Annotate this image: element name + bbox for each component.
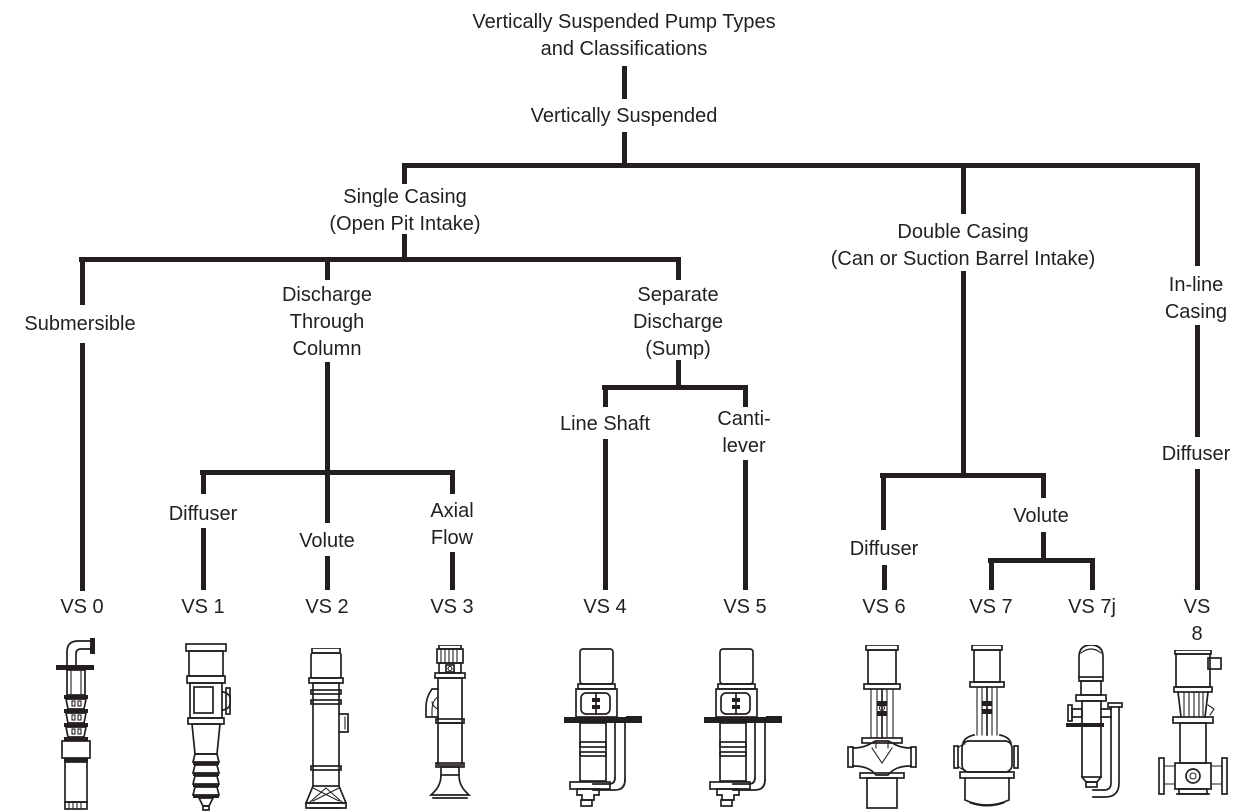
node-dc-diffuser: Diffuser [849,538,919,560]
node-dtc-axial-flow: Axial Flow [430,500,474,549]
node-dtc-diffuser: Diffuser [168,503,238,525]
diagram-title: Vertically Suspended Pump Types and Clas… [472,11,776,60]
node-discharge-through-column: Discharge Through Column [281,284,373,360]
designation-vs7j: VS 7j [1068,596,1116,618]
vs4-pump-illustration [563,648,647,811]
connector-submersible-vs0 [80,343,85,591]
connector-dtc-diffuser [201,470,206,494]
vs5-pump-illustration [703,648,787,811]
rail-dc-volute [988,558,1094,563]
connector-dc-volute [1041,473,1046,498]
rail-single-casing [79,257,680,262]
node-il-diffuser: Diffuser [1161,443,1231,465]
node-vertically-suspended: Vertically Suspended [530,105,718,127]
designation-vs1: VS 1 [181,596,225,618]
connector-dtc-rail [325,362,330,523]
designation-vs8: VS 8 [1183,596,1211,645]
rail-double-casing [880,473,1045,478]
connector-vs7j [1090,558,1095,590]
connector-vs7 [989,558,994,590]
connector-cantilever-vs5 [743,460,748,590]
connector-volute-vs2 [325,556,330,590]
connector-diffuser-vs8 [1195,469,1200,590]
connector-inline-casing [1195,163,1200,266]
rail-separate-discharge [602,385,748,390]
connector-volute-rail [1041,532,1046,561]
connector-dtc-axial [450,470,455,494]
rail-dtc [200,470,455,475]
designation-vs2: VS 2 [305,596,349,618]
connector-single-casing-rail [402,234,407,259]
connector-line-shaft-vs4 [603,439,608,590]
designation-vs4: VS 4 [583,596,627,618]
designation-vs0: VS 0 [60,596,104,618]
node-cantilever: Canti- lever [717,408,771,457]
connector-submersible [80,257,85,305]
node-dtc-volute: Volute [299,530,355,552]
connector-cantilever [743,385,748,407]
node-inline-casing: In-line Casing [1164,274,1228,323]
vs0-pump-illustration [50,636,100,811]
vs7j-pump-illustration [1056,645,1128,811]
connector-single-casing [402,163,407,184]
designation-vs6: VS 6 [862,596,906,618]
connector-separate-discharge [676,257,681,280]
connector-double-casing [961,163,966,214]
connector-axial-vs3 [450,552,455,590]
connector-root-rail [622,132,627,165]
designation-vs3: VS 3 [430,596,474,618]
designation-vs7: VS 7 [969,596,1013,618]
rail-level1 [402,163,1200,168]
node-line-shaft: Line Shaft [559,413,651,435]
connector-diffuser-vs1 [201,528,206,590]
vs7-pump-illustration [953,645,1019,811]
vs2-pump-illustration [302,648,354,810]
connector-line-shaft [603,385,608,407]
vs3-pump-illustration [424,645,476,805]
node-dc-volute: Volute [1013,505,1069,527]
node-double-casing: Double Casing (Can or Suction Barrel Int… [830,221,1096,270]
connector-dc-diffuser-vs6 [882,565,887,590]
node-single-casing: Single Casing (Open Pit Intake) [329,186,481,235]
vs6-pump-illustration [846,645,920,809]
connector-dc-diffuser [881,473,886,530]
connector-sd-rail [676,360,681,388]
node-submersible: Submersible [24,313,136,335]
connector-title-root [622,66,627,99]
vs8-pump-illustration [1158,650,1230,808]
connector-dc-rail [961,271,966,477]
connector-inline-diffuser [1195,325,1200,437]
vs1-pump-illustration [183,643,231,811]
connector-dtc [325,257,330,280]
designation-vs5: VS 5 [723,596,767,618]
node-separate-discharge: Separate Discharge (Sump) [632,284,724,360]
